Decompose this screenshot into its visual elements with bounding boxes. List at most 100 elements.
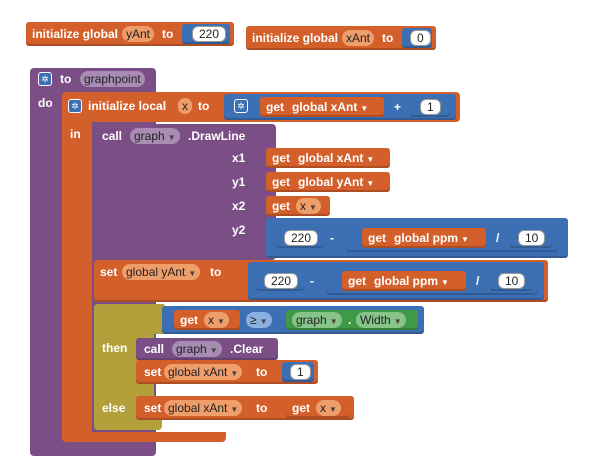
get-x-block[interactable]: get x▼ — [286, 398, 350, 418]
else-label: else — [102, 401, 126, 415]
call-label: call — [144, 342, 165, 356]
get-global-ppm-block[interactable]: get global ppm▼ — [342, 271, 466, 291]
number-block[interactable]: 220 — [182, 24, 230, 44]
get-x-block[interactable]: get x▼ — [174, 310, 240, 330]
get-var-dropdown[interactable]: global ppm▼ — [374, 274, 449, 288]
gear-icon[interactable]: ✲ — [234, 99, 248, 113]
get-label: get — [266, 100, 284, 114]
subtraction-block[interactable]: 220 - get global ppm▼ / 10 — [266, 218, 568, 258]
to-label: to — [60, 72, 72, 86]
then-label: then — [102, 341, 128, 355]
y1-label: y1 — [232, 175, 246, 189]
component-dropdown[interactable]: graph▼ — [172, 341, 222, 357]
get-label: get — [272, 175, 290, 189]
global-var-name-xant[interactable]: xAnt — [342, 30, 375, 46]
to-label: to — [198, 99, 210, 113]
component-dropdown[interactable]: graph▼ — [292, 312, 342, 328]
init-local-block[interactable]: ✲ initialize local x to ✲ get global xAn… — [62, 92, 460, 122]
init-local-body: in — [62, 120, 92, 442]
set-global-xant-block[interactable]: set global xAnt▼ to 1 — [136, 360, 318, 384]
to-label: to — [210, 265, 222, 279]
comparison-block[interactable]: get x▼ ≥▼ graph▼ . Width▼ — [162, 306, 424, 334]
number-field[interactable]: 220 — [284, 230, 319, 246]
call-label: call — [102, 129, 123, 143]
get-var-dropdown[interactable]: x▼ — [316, 400, 341, 416]
global-var-name-yant[interactable]: yAnt — [122, 26, 155, 42]
number-field[interactable]: 0 — [410, 30, 431, 46]
y2-label: y2 — [232, 223, 246, 237]
number-block[interactable]: 1 — [410, 97, 450, 117]
get-global-xant-block[interactable]: get global xAnt▼ — [260, 97, 384, 117]
number-field[interactable]: 1 — [290, 364, 311, 380]
get-label: get — [272, 151, 290, 165]
to-label: to — [382, 31, 394, 45]
subtraction-block[interactable]: 220 - get global ppm▼ / 10 — [248, 262, 544, 300]
division-block[interactable]: get global ppm▼ / 10 — [346, 224, 558, 252]
component-dropdown[interactable]: graph▼ — [130, 128, 180, 144]
set-label: set — [100, 265, 118, 279]
minus-operator: - — [330, 231, 334, 245]
get-global-ppm-block[interactable]: get global ppm▼ — [362, 228, 486, 248]
minus-operator: - — [310, 274, 314, 288]
get-label: get — [272, 199, 290, 213]
get-var-dropdown[interactable]: global xAnt▼ — [292, 100, 369, 114]
number-field[interactable]: 220 — [192, 26, 227, 42]
local-var-name-x[interactable]: x — [178, 98, 192, 114]
procedure-name-field[interactable]: graphpoint — [80, 71, 145, 87]
component-property-getter[interactable]: graph▼ . Width▼ — [286, 310, 418, 330]
init-global-yant-block[interactable]: initialize global yAnt to 220 — [26, 22, 234, 46]
get-var-dropdown[interactable]: global ppm▼ — [394, 231, 469, 245]
number-block[interactable]: 10 — [490, 271, 532, 291]
x2-label: x2 — [232, 199, 246, 213]
get-var-dropdown[interactable]: x▼ — [204, 312, 229, 328]
init-global-xant-block[interactable]: initialize global xAnt to 0 — [246, 26, 436, 50]
method-name: .DrawLine — [188, 129, 246, 143]
method-name: .Clear — [230, 342, 264, 356]
in-label: in — [70, 127, 81, 141]
divide-operator: / — [476, 274, 480, 288]
plus-operator: + — [394, 100, 402, 114]
number-field[interactable]: 10 — [498, 273, 526, 289]
get-var-dropdown[interactable]: x▼ — [296, 198, 321, 214]
dot-separator: . — [348, 313, 352, 327]
set-global-xant-block[interactable]: set global xAnt▼ to get x▼ — [136, 396, 354, 420]
division-block[interactable]: get global ppm▼ / 10 — [326, 267, 538, 295]
call-drawline-block[interactable]: call graph▼ .DrawLine x1 y1 x2 y2 — [94, 124, 276, 260]
comparison-operator-dropdown[interactable]: ≥▼ — [246, 312, 272, 328]
number-block[interactable]: 220 — [256, 271, 304, 291]
get-global-yant-block[interactable]: get global yAnt▼ — [266, 172, 390, 192]
set-var-dropdown[interactable]: global yAnt▼ — [122, 264, 201, 280]
if-header — [94, 304, 166, 334]
number-field[interactable]: 220 — [264, 273, 299, 289]
number-block[interactable]: 0 — [402, 28, 432, 48]
addition-block[interactable]: ✲ get global xAnt▼ + 1 — [224, 94, 456, 120]
gear-icon[interactable]: ✲ — [68, 99, 82, 113]
number-block[interactable]: 10 — [510, 228, 552, 248]
gear-icon[interactable]: ✲ — [38, 72, 52, 86]
number-field[interactable]: 10 — [518, 230, 546, 246]
do-label: do — [38, 96, 53, 110]
set-var-dropdown[interactable]: global xAnt▼ — [164, 400, 243, 416]
call-clear-block[interactable]: call graph▼ .Clear — [136, 338, 278, 360]
property-dropdown[interactable]: Width▼ — [356, 312, 406, 328]
set-global-yant-block[interactable]: set global yAnt▼ to 220 - get global ppm… — [94, 260, 548, 302]
get-var-dropdown[interactable]: global yAnt▼ — [298, 175, 375, 189]
init-local-label: initialize local — [88, 99, 167, 113]
number-block[interactable]: 1 — [282, 362, 314, 382]
init-global-label: initialize global — [252, 31, 339, 45]
get-global-xant-block[interactable]: get global xAnt▼ — [266, 148, 390, 168]
divide-operator: / — [496, 231, 500, 245]
set-var-dropdown[interactable]: global xAnt▼ — [164, 364, 243, 380]
number-block[interactable]: 220 — [276, 228, 324, 248]
init-local-bottom — [62, 432, 226, 442]
x1-label: x1 — [232, 151, 246, 165]
get-label: get — [348, 274, 366, 288]
get-x-block[interactable]: get x▼ — [266, 196, 330, 216]
to-label: to — [256, 401, 268, 415]
get-var-dropdown[interactable]: global xAnt▼ — [298, 151, 375, 165]
set-label: set — [144, 365, 162, 379]
set-label: set — [144, 401, 162, 415]
number-field[interactable]: 1 — [420, 99, 441, 115]
get-label: get — [368, 231, 386, 245]
if-bottom — [94, 420, 162, 430]
